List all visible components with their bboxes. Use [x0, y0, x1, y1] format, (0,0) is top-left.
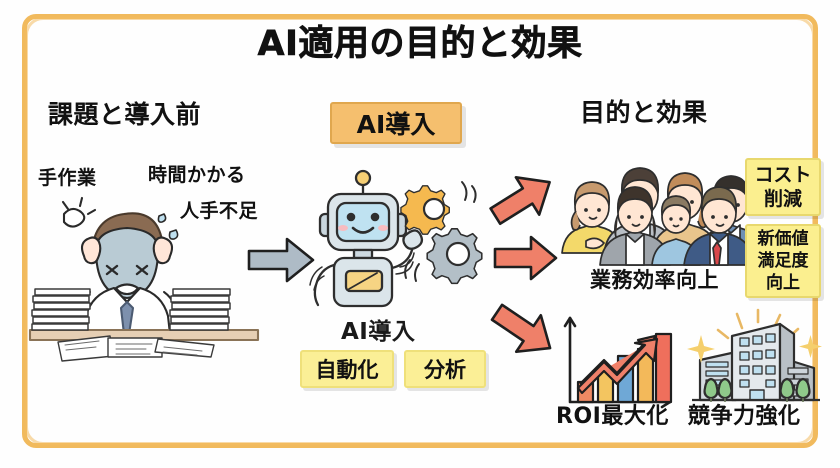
outcome-label-roi: ROI最大化	[553, 404, 672, 430]
center-box-automation: 自動化	[300, 350, 394, 388]
section-heading-left-text: 課題と導入前	[48, 100, 202, 129]
bar-chart-up-icon	[556, 312, 684, 412]
office-building-icon	[686, 308, 826, 412]
center-box-label: 自動化	[315, 358, 379, 382]
outcome-note-line: 向上	[766, 273, 800, 293]
people-group-illustration	[556, 155, 763, 266]
robot-with-gears-illustration	[306, 168, 491, 308]
page-title-wrap: AI適用の目的と効果	[0, 22, 840, 70]
page-title: AI適用の目的と効果	[245, 22, 595, 70]
pain-point-label: 人手不足	[180, 200, 259, 222]
arrow-gray-right	[245, 235, 317, 285]
section-heading-left: 課題と導入前	[46, 100, 204, 133]
center-caption-text: AI導入	[341, 319, 416, 345]
outcome-label-competitiveness: 競争力強化	[685, 404, 804, 430]
center-box-analysis: 分析	[404, 350, 486, 388]
center-badge-ai-adoption: AI導入	[330, 102, 462, 144]
pain-point-chip-time: 時間かかる	[145, 163, 249, 188]
outcome-note-line: 満足度	[757, 251, 809, 271]
arrow-coral-up-right	[487, 170, 559, 230]
outcome-label-text: ROI最大化	[556, 404, 669, 429]
pain-point-label: 時間かかる	[148, 164, 246, 186]
people-caption: 業務効率向上	[587, 268, 722, 293]
outcome-label-text: 競争力強化	[688, 404, 801, 429]
section-heading-right: 目的と効果	[578, 98, 710, 131]
outcome-note-cost: コスト 削減	[745, 158, 821, 216]
people-caption-text: 業務効率向上	[590, 268, 719, 292]
section-heading-right-text: 目的と効果	[580, 98, 708, 127]
center-badge-label: AI導入	[356, 110, 436, 139]
arrow-coral-right	[492, 233, 560, 283]
outcome-note-line: コスト	[754, 164, 812, 186]
stressed-worker-illustration	[24, 192, 264, 362]
pain-point-chip-shortage: 人手不足	[177, 199, 262, 224]
pain-point-label: 手作業	[38, 167, 97, 189]
center-box-label: 分析	[424, 358, 466, 382]
pain-point-chip-manual: 手作業	[35, 166, 100, 191]
center-caption: AI導入	[341, 312, 415, 346]
arrow-coral-down-right	[487, 300, 559, 362]
outcome-note-line: 削減	[763, 188, 802, 210]
outcome-note-line: 新価値	[757, 229, 809, 249]
page-title-text: AI適用の目的と効果	[257, 24, 583, 65]
outcome-note-value: 新価値 満足度 向上	[745, 224, 821, 298]
